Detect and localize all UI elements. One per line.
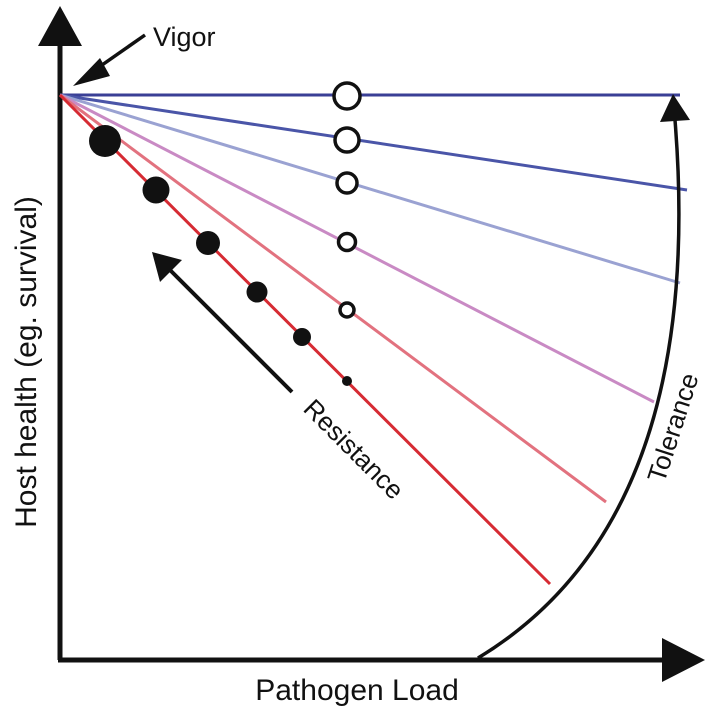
y-axis-arrowhead xyxy=(38,6,82,46)
filled-circle xyxy=(246,281,268,303)
filled-circles xyxy=(89,125,352,386)
vigor-arrow xyxy=(73,33,147,86)
axes xyxy=(38,6,705,682)
resistance-arrow xyxy=(152,252,294,394)
filled-circle xyxy=(89,125,121,157)
tolerance-arrowhead xyxy=(660,94,690,122)
open-circle xyxy=(338,301,356,319)
open-circle xyxy=(335,171,359,195)
filled-circle xyxy=(196,231,220,255)
resistance-label: Resistance xyxy=(298,393,410,505)
line-2 xyxy=(59,93,688,192)
resistance-arrow-shaft xyxy=(168,268,294,394)
line-3 xyxy=(59,93,681,285)
tolerance-arc xyxy=(477,119,681,660)
open-circle xyxy=(332,81,362,111)
x-axis-label: Pathogen Load xyxy=(255,674,459,707)
y-axis-label: Host health (eg. survival) xyxy=(10,196,43,528)
line-4 xyxy=(59,93,655,404)
filled-circle xyxy=(342,376,352,386)
open-circles xyxy=(332,81,362,319)
vigor-arrowhead xyxy=(73,58,110,86)
line-5 xyxy=(59,93,607,504)
resistance-arrowhead xyxy=(152,252,182,282)
x-axis-arrowhead xyxy=(662,638,705,682)
fan-lines xyxy=(58,93,688,586)
open-circle xyxy=(336,231,358,253)
tolerance-arrow xyxy=(477,94,690,660)
filled-circle xyxy=(293,328,311,346)
vigor-label: Vigor xyxy=(153,22,216,52)
open-circle xyxy=(333,126,361,154)
filled-circle xyxy=(142,176,170,204)
